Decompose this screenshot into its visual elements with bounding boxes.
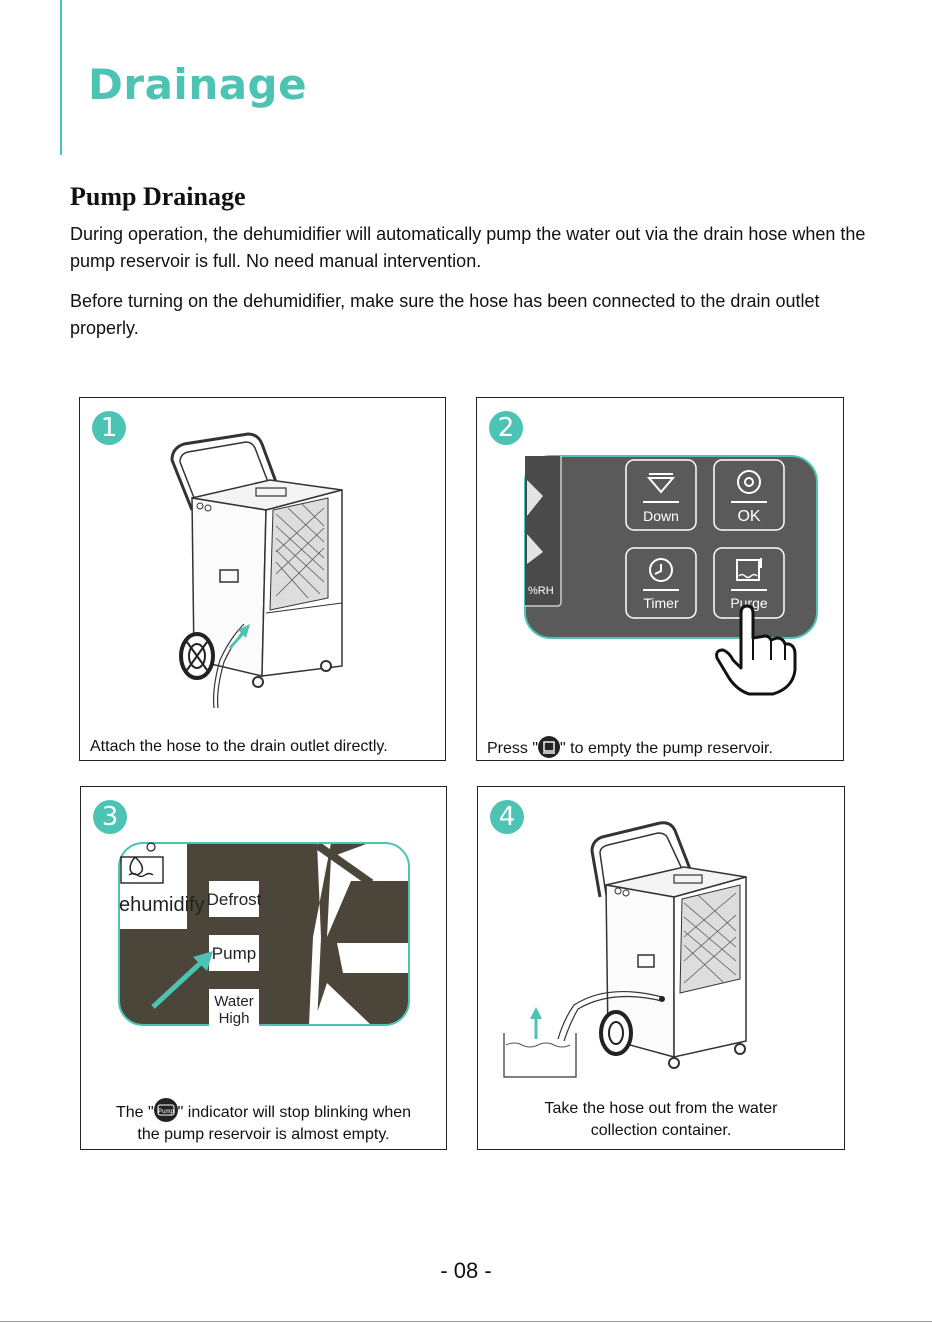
- clock-icon: [649, 558, 673, 582]
- step-3-badge: 3: [93, 800, 127, 834]
- step-2-panel: 2 %RH Down OK: [476, 397, 844, 761]
- dehumidifier-illustration: [170, 432, 343, 709]
- page-number: - 08 -: [440, 1258, 492, 1283]
- water-high-label-2: High: [219, 1010, 250, 1027]
- gear-icon: [737, 470, 761, 494]
- accent-bar: [60, 0, 62, 155]
- step-3-caption-line-2: the pump reservoir is almost empty.: [137, 1126, 390, 1143]
- step-3-caption-before: The ": [115, 1104, 154, 1121]
- step-1-caption: Attach the hose to the drain outlet dire…: [90, 738, 388, 755]
- display-unit-label: %RH: [528, 585, 554, 597]
- defrost-label: Defrost: [207, 890, 262, 909]
- dehumidify-label: ehumidify: [119, 894, 205, 916]
- purge-button-label: Purge: [730, 595, 768, 611]
- down-button[interactable]: Down: [625, 459, 697, 531]
- step-3-panel: 3 ehumidify Defrost Pump Water High: [80, 786, 447, 1150]
- water-drop-icon: [120, 842, 164, 884]
- step-4-badge: 4: [490, 800, 524, 834]
- step-4-caption-line-1: Take the hose out from the water: [544, 1100, 778, 1117]
- purge-icon: [538, 736, 561, 758]
- pump-indicator-label: Pump: [212, 944, 256, 963]
- step-3-caption-after: " indicator will stop blinking when: [177, 1104, 412, 1121]
- step-1-panel: 1: [79, 397, 446, 761]
- bottom-rule: [0, 1321, 932, 1322]
- purge-button[interactable]: Purge: [713, 547, 785, 619]
- pump-icon-label: Pump: [158, 1109, 174, 1115]
- hose-removal-illustration: [503, 821, 747, 1078]
- water-high-label-1: Water: [214, 993, 253, 1010]
- timer-button-label: Timer: [643, 595, 679, 611]
- step-1-badge: 1: [92, 411, 126, 445]
- step-2-caption-before: Press ": [487, 740, 539, 757]
- ok-button[interactable]: OK: [713, 459, 785, 531]
- indicator-display-illustration: ehumidify Defrost Pump Water High: [118, 842, 410, 1029]
- timer-button[interactable]: Timer: [625, 547, 697, 619]
- step-2-caption: Press " " to empty the pump reservoir.: [487, 736, 843, 760]
- ok-button-label: OK: [737, 508, 760, 525]
- pump-icon: Pump: [153, 1098, 178, 1122]
- control-panel-illustration: %RH Down OK Timer: [524, 455, 818, 696]
- step-4-caption: Take the hose out from the water collect…: [478, 1098, 844, 1142]
- purge-icon: [736, 558, 762, 581]
- step-4-caption-line-2: collection container.: [590, 1122, 732, 1139]
- section-title: Pump Drainage: [70, 182, 246, 211]
- page-title: Drainage: [88, 60, 308, 109]
- step-2-badge: 2: [489, 411, 523, 445]
- down-button-label: Down: [643, 508, 679, 524]
- step-3-caption: The " Pump" indicator will stop blinking …: [81, 1098, 446, 1146]
- pointing-hand-icon: [715, 604, 797, 696]
- paragraph-1: During operation, the dehumidifier will …: [70, 224, 866, 271]
- paragraph-2: Before turning on the dehumidifier, make…: [70, 291, 820, 338]
- step-4-panel: 4 Take the hose out from the water colle…: [477, 786, 845, 1150]
- step-2-caption-after: " to empty the pump reservoir.: [560, 740, 773, 757]
